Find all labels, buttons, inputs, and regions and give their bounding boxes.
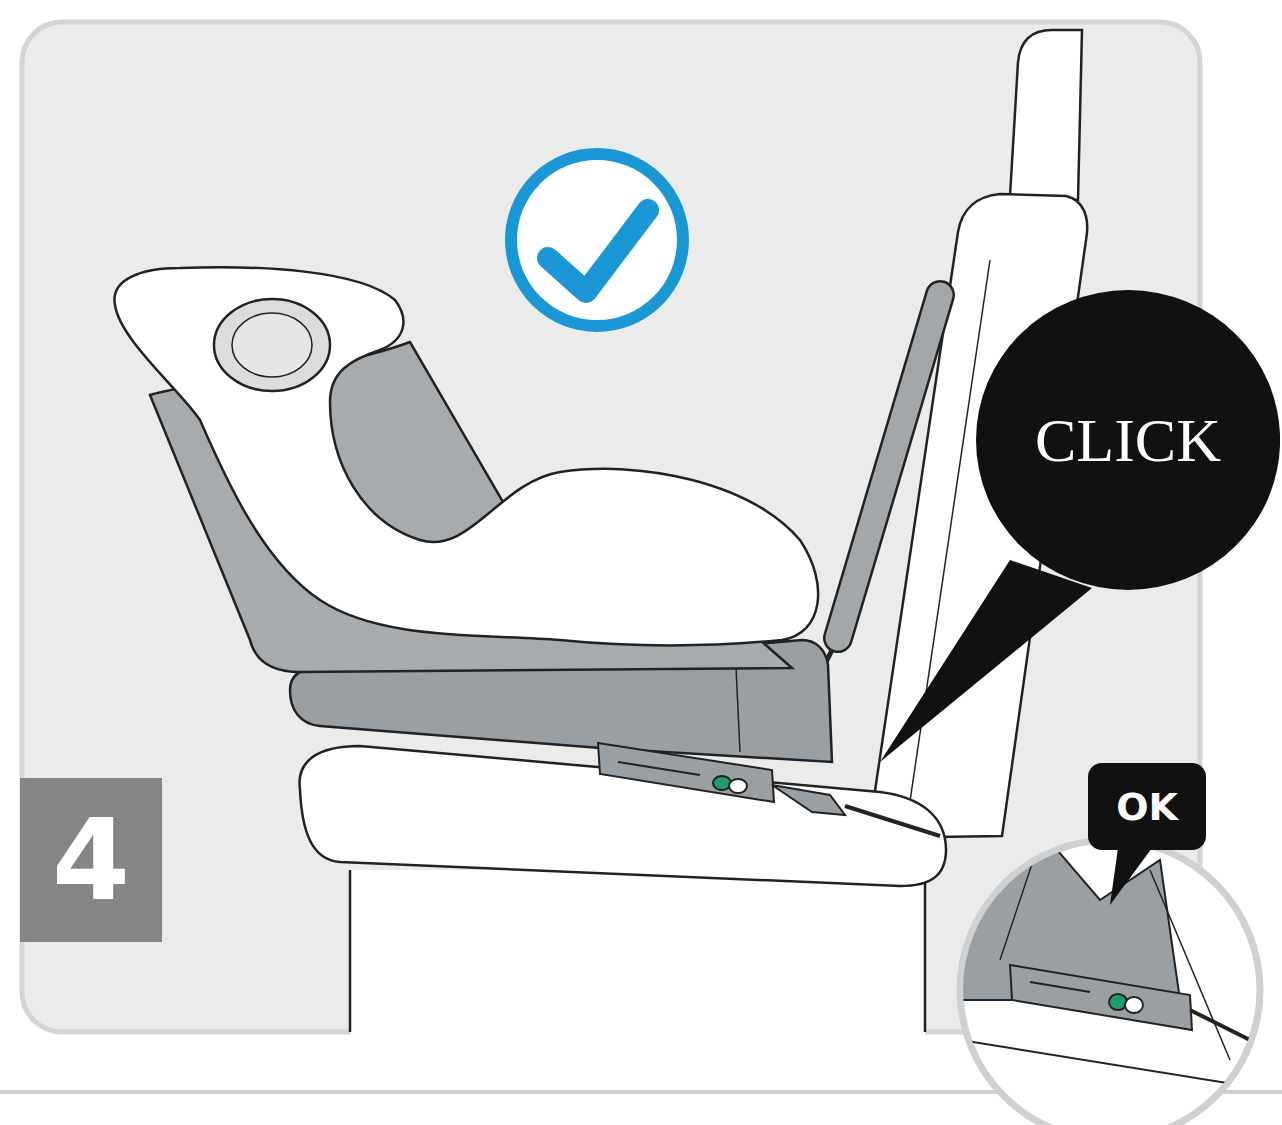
rebound-bar: [812, 295, 940, 690]
click-bubble-shape: [976, 290, 1280, 590]
ok-tag: OK: [1088, 763, 1206, 850]
bubble-tail: [880, 560, 1092, 762]
isofix-connector: [598, 743, 940, 836]
step-number-text: 4: [52, 795, 130, 925]
ok-tag-text: OK: [1116, 785, 1178, 829]
child-seat: [114, 267, 832, 762]
click-bubble-text: CLICK: [1035, 405, 1221, 476]
check-mark: [511, 154, 683, 326]
step-number: 4: [20, 778, 162, 942]
click-bubble: CLICK: [976, 290, 1280, 590]
tag-tail: [1110, 848, 1152, 905]
zoom-detail: [960, 830, 1270, 1125]
